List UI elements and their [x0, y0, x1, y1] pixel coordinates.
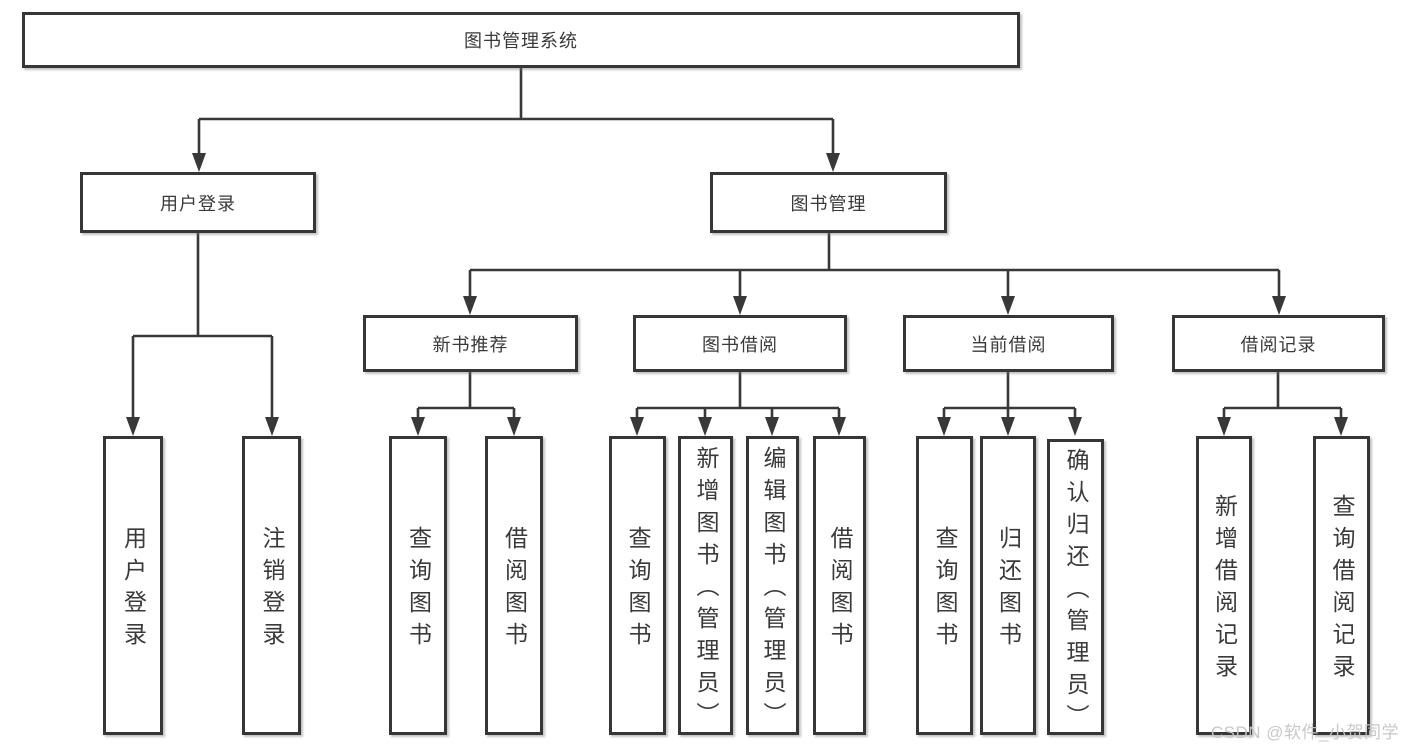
leaf-search-books-2: 查询图书	[609, 436, 666, 735]
node-book-management: 图书管理	[710, 172, 947, 233]
arrowhead-icons	[126, 153, 1348, 436]
node-label: 新增借阅记录	[1211, 494, 1238, 686]
leaf-search-borrow-record: 查询借阅记录	[1313, 436, 1370, 735]
node-label: 图书管理系统	[464, 31, 578, 51]
node-label: 查询图书	[625, 526, 651, 654]
node-root-library-system: 图书管理系统	[22, 12, 1020, 68]
node-user-login: 用户登录	[80, 172, 316, 233]
node-label: 确认归还（管理员）	[1063, 447, 1089, 736]
leaf-add-books-admin: 新增图书（管理员）	[678, 436, 733, 735]
node-label: 编辑图书（管理员）	[760, 446, 786, 734]
node-label: 查询图书	[932, 526, 958, 654]
node-new-book-recommendation: 新书推荐	[363, 315, 578, 372]
node-label: 用户登录	[160, 193, 236, 214]
node-label: 图书管理	[790, 193, 867, 214]
leaf-borrow-books-2: 借阅图书	[813, 436, 866, 735]
node-label: 新书推荐	[432, 334, 509, 355]
node-label: 图书借阅	[702, 334, 778, 355]
node-label: 新增图书（管理员）	[693, 446, 719, 734]
leaf-edit-books-admin: 编辑图书（管理员）	[746, 436, 799, 735]
leaf-search-books-3: 查询图书	[916, 436, 973, 735]
node-label: 用户登录	[120, 526, 147, 654]
node-label: 借阅图书	[501, 526, 528, 654]
leaf-logout: 注销登录	[242, 436, 301, 735]
node-label: 查询借阅记录	[1329, 494, 1355, 686]
leaf-search-books-1: 查询图书	[389, 436, 447, 735]
node-label: 归还图书	[995, 526, 1022, 654]
leaf-user-login: 用户登录	[103, 436, 163, 735]
node-label: 注销登录	[259, 526, 285, 654]
node-label: 当前借阅	[970, 334, 1047, 355]
node-book-borrowing: 图书借阅	[633, 315, 847, 372]
node-borrowing-records: 借阅记录	[1172, 315, 1385, 372]
watermark: CSDN @软件_小贺同学	[1210, 723, 1399, 742]
node-label: 借阅图书	[827, 526, 853, 654]
node-current-borrowing: 当前借阅	[903, 315, 1114, 372]
leaf-borrow-books-1: 借阅图书	[485, 436, 543, 735]
leaf-add-borrow-record: 新增借阅记录	[1196, 436, 1252, 735]
node-label: 查询图书	[405, 526, 432, 654]
node-label: 借阅记录	[1240, 334, 1317, 355]
leaf-confirm-return-admin: 确认归还（管理员）	[1047, 439, 1104, 736]
leaf-return-books: 归还图书	[980, 436, 1036, 735]
